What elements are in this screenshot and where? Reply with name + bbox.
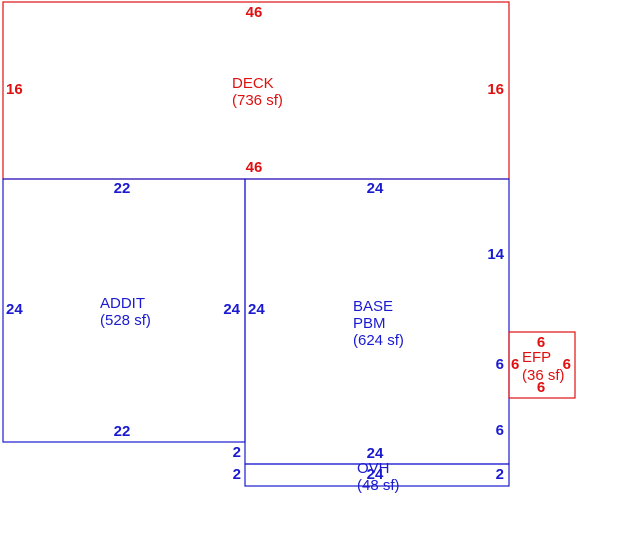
efp-dim-left: 6: [511, 356, 519, 373]
ovh-label: OVH: [357, 460, 390, 477]
deck-area: (736 sf): [232, 92, 283, 109]
ovh-outline: [244, 463, 510, 487]
efp-outline: [508, 331, 576, 399]
base-label-line2: PBM: [353, 315, 386, 332]
addit-dim-left: 24: [6, 301, 23, 318]
base-dim-top: 24: [367, 180, 384, 197]
base-label-line1: BASE: [353, 298, 393, 315]
efp-dim-right: 6: [563, 356, 571, 373]
deck-dim-top: 46: [246, 4, 263, 21]
addit-area: (528 sf): [100, 312, 151, 329]
efp-dim-top: 6: [537, 334, 545, 351]
ovh-dim-top: 24: [367, 466, 384, 483]
base-dim-right-mid: 6: [496, 356, 504, 373]
ovh-dim-right: 2: [496, 466, 504, 483]
base-dim-bottom: 24: [367, 445, 384, 462]
deck-dim-right: 16: [487, 81, 504, 98]
base-dim-right-lower: 6: [496, 422, 504, 439]
addit-dim-right: 24: [223, 301, 240, 318]
addit-dim-bottom: 22: [114, 423, 131, 440]
base-dim-right-upper: 14: [487, 246, 504, 263]
efp-area: (36 sf): [522, 367, 565, 384]
deck-label: DECK: [232, 75, 274, 92]
efp-dim-bottom: 6: [537, 379, 545, 396]
base-dim-left: 24: [248, 301, 265, 318]
efp-label: EFP: [522, 349, 551, 366]
deck-dim-left: 16: [6, 81, 23, 98]
ovh-area: (48 sf): [357, 477, 400, 494]
addit-label: ADDIT: [100, 295, 145, 312]
addit-dim-top: 22: [114, 180, 131, 197]
deck-dim-bottom: 46: [246, 159, 263, 176]
base-area: (624 sf): [353, 332, 404, 349]
ovh-dim-left-lower: 2: [233, 466, 241, 483]
ovh-dim-left-upper: 2: [233, 444, 241, 461]
